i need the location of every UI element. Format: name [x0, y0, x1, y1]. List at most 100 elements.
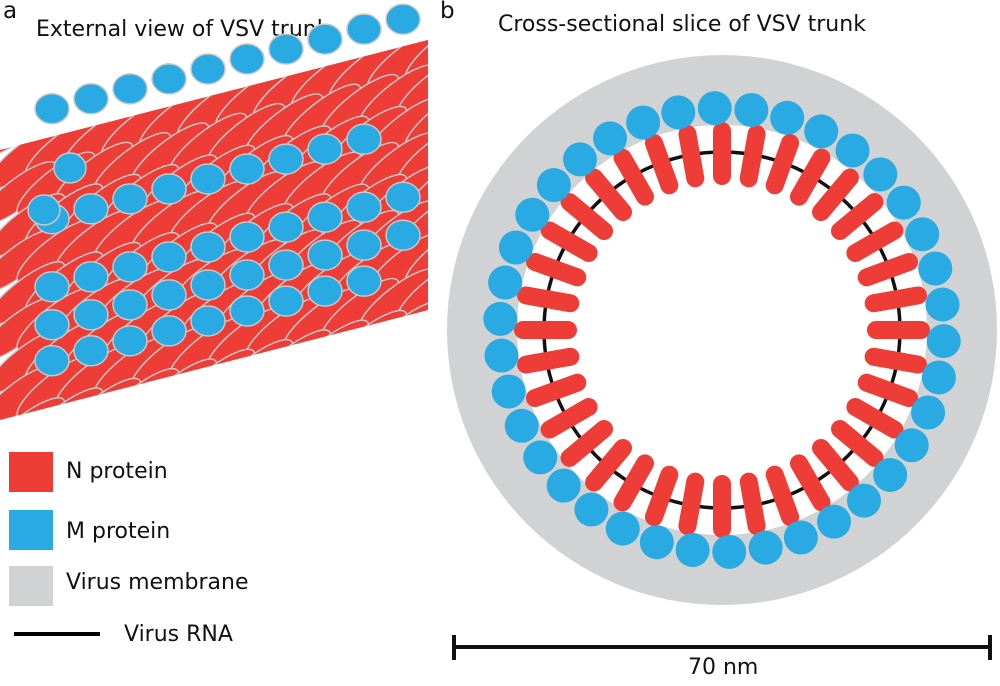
m-protein — [190, 163, 226, 195]
legend-swatch-virus-membrane — [9, 566, 53, 606]
m-protein-circle — [546, 468, 581, 503]
legend-label-n-protein: N protein — [66, 459, 168, 484]
m-protein-circle — [921, 360, 956, 395]
n-protein-segment — [857, 373, 918, 408]
n-protein-segment — [644, 465, 679, 526]
n-protein-segment — [678, 125, 705, 188]
n-protein — [130, 394, 210, 420]
m-protein — [346, 191, 382, 223]
n-protein-segment — [540, 221, 598, 262]
n-protein — [282, 355, 362, 420]
m-protein-circle — [770, 100, 805, 135]
n-protein-segment — [713, 122, 731, 185]
m-protein-circle — [661, 95, 696, 130]
n-protein-segment — [517, 286, 580, 313]
n-protein-segment — [857, 252, 918, 287]
m-protein-circle — [835, 133, 870, 168]
n-protein — [168, 384, 248, 420]
m-protein-circle — [488, 265, 523, 300]
m-protein — [385, 219, 421, 251]
n-protein — [358, 336, 428, 401]
m-protein — [73, 299, 109, 331]
m-protein — [73, 83, 109, 115]
m-protein-circle — [562, 142, 597, 177]
m-protein — [346, 123, 382, 155]
panel-b-letter: b — [440, 0, 455, 24]
n-protein — [244, 365, 324, 420]
n-protein-segment — [613, 454, 654, 512]
n-protein-segment — [613, 148, 654, 206]
m-protein — [190, 269, 226, 301]
m-protein — [307, 201, 343, 233]
n-protein-segment — [560, 193, 614, 241]
m-protein — [27, 194, 61, 226]
n-protein-segment — [765, 465, 800, 526]
m-protein-circle — [626, 105, 661, 140]
m-protein — [151, 315, 187, 347]
m-protein — [112, 183, 148, 215]
m-protein — [112, 289, 148, 321]
m-protein — [229, 295, 265, 327]
m-protein-circle — [734, 92, 769, 127]
panel-b-title: Cross-sectional slice of VSV trunk — [498, 12, 866, 37]
m-protein — [307, 239, 343, 271]
m-protein-circle — [523, 440, 558, 475]
m-protein — [268, 211, 304, 243]
m-protein-circle — [816, 504, 851, 539]
membrane-inner-space — [517, 125, 927, 535]
m-protein — [53, 152, 87, 184]
m-protein-circle — [675, 533, 710, 568]
legend-label-m-protein: M protein — [66, 519, 171, 544]
cross-section-illustration — [447, 55, 997, 605]
m-protein-circle — [804, 114, 839, 149]
legend-label-virus-rna: Virus RNA — [124, 622, 233, 647]
m-protein-circle — [783, 520, 818, 555]
m-protein — [268, 33, 304, 65]
legend-swatch-n-protein — [9, 452, 53, 492]
m-protein — [346, 229, 382, 261]
scale-bar — [452, 635, 992, 660]
m-protein-circle — [574, 492, 609, 527]
m-protein — [190, 53, 226, 85]
m-protein-circle — [593, 121, 628, 156]
n-protein-segment — [526, 373, 587, 408]
m-protein — [307, 275, 343, 307]
n-protein-segment — [526, 252, 587, 287]
n-protein-segment — [864, 286, 927, 313]
m-protein — [190, 231, 226, 263]
m-protein — [151, 173, 187, 205]
m-protein — [151, 279, 187, 311]
m-protein-circle — [918, 251, 953, 286]
m-protein — [73, 335, 109, 367]
legend-label-virus-membrane: Virus membrane — [66, 570, 249, 595]
m-protein-circle — [498, 230, 533, 265]
m-protein-circle — [483, 301, 518, 336]
m-protein-circle — [863, 157, 898, 192]
external-view-illustration — [0, 3, 428, 420]
n-protein-segment — [867, 321, 930, 339]
n-protein-segment — [811, 168, 859, 222]
m-protein — [385, 181, 421, 213]
m-protein — [112, 251, 148, 283]
m-protein-circle — [847, 483, 882, 518]
n-protein-segment — [713, 475, 731, 538]
m-protein-circle — [748, 530, 783, 565]
m-protein — [229, 43, 265, 75]
n-protein-segment — [678, 472, 705, 535]
m-protein-circle — [697, 91, 732, 126]
m-protein — [307, 133, 343, 165]
m-protein — [385, 3, 421, 35]
n-protein-segment — [514, 321, 577, 339]
m-protein — [34, 308, 70, 341]
panel-a-letter: a — [3, 0, 18, 24]
n-protein-segment — [864, 347, 927, 374]
m-protein — [34, 92, 70, 125]
m-protein-circle — [605, 511, 640, 546]
m-protein-circle — [894, 428, 929, 463]
m-protein-circle — [536, 168, 571, 203]
m-protein-circle — [886, 185, 921, 220]
n-protein-segment — [739, 125, 766, 188]
m-protein-circle — [925, 287, 960, 322]
n-protein — [206, 374, 286, 420]
